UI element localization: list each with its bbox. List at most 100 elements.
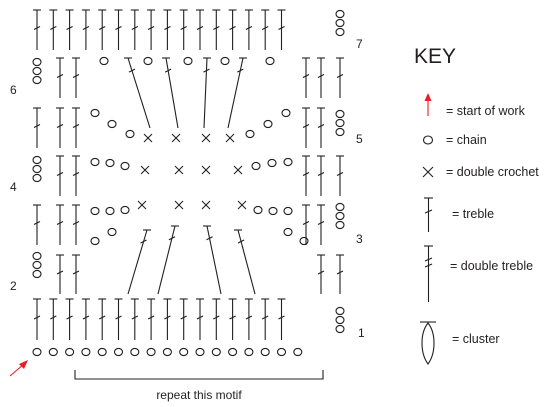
chain-stitch xyxy=(335,18,345,28)
chain-stitch xyxy=(335,127,345,137)
treble-stitch xyxy=(196,9,204,50)
treble-stitch xyxy=(196,298,204,340)
treble-stitch xyxy=(130,298,139,340)
long-stitch-stem xyxy=(127,57,151,129)
long-stitch-stem xyxy=(206,225,222,295)
treble-stitch xyxy=(302,57,310,98)
chain-stitch xyxy=(90,108,100,118)
chain-stitch xyxy=(125,129,135,139)
chain-stitch xyxy=(335,220,345,230)
treble-stitch xyxy=(98,9,107,50)
chain-stitch xyxy=(32,260,42,270)
key-label-double-crochet: = double crochet xyxy=(446,165,539,179)
treble-stitch xyxy=(277,9,286,50)
treble-stitch xyxy=(179,9,188,50)
treble-stitch xyxy=(56,204,64,245)
key-label-cluster: = cluster xyxy=(452,332,500,346)
long-stitch-bar xyxy=(237,239,245,244)
treble-stitch xyxy=(49,298,58,340)
chain-stitch xyxy=(335,211,345,221)
long-stitch-stem xyxy=(227,57,244,129)
start-arrow-icon xyxy=(9,360,28,377)
chain-stitch xyxy=(143,56,153,66)
chain-stitch xyxy=(335,306,345,316)
chain-stitch xyxy=(90,206,100,216)
chain-stitch xyxy=(268,206,278,216)
double-crochet-stitch xyxy=(225,133,235,143)
treble-stitch xyxy=(56,107,64,148)
chain-stitch xyxy=(120,205,130,215)
chain-stitch xyxy=(335,324,345,334)
chain-oval-icon xyxy=(422,135,434,145)
long-stitch-stem xyxy=(127,229,148,295)
chain-stitch xyxy=(113,347,124,357)
treble-stitch xyxy=(147,298,156,340)
key-label-double-treble: = double treble xyxy=(450,259,533,273)
treble-stitch xyxy=(317,155,325,196)
treble-stitch xyxy=(336,254,344,294)
chain-stitch xyxy=(220,56,230,66)
treble-stitch xyxy=(261,9,270,50)
cluster-icon xyxy=(420,321,436,365)
treble-icon xyxy=(424,197,433,232)
treble-stitch xyxy=(212,9,221,50)
row-number-5: 5 xyxy=(356,132,363,146)
treble-stitch xyxy=(302,155,310,196)
chain-stitch xyxy=(32,75,42,85)
treble-stitch xyxy=(228,298,237,340)
treble-stitch xyxy=(228,9,237,50)
long-stitch-bar xyxy=(140,239,147,244)
treble-stitch xyxy=(302,107,310,148)
long-stitch-bar xyxy=(206,236,213,241)
chain-stitch xyxy=(293,347,303,357)
chain-stitch xyxy=(99,56,109,66)
treble-stitch xyxy=(163,298,172,340)
chain-stitch xyxy=(244,347,254,357)
chain-stitch xyxy=(335,27,345,37)
treble-stitch xyxy=(65,298,74,340)
chain-stitch xyxy=(97,347,107,357)
double-treble-icon xyxy=(424,245,433,302)
chain-stitch xyxy=(283,206,293,216)
chain-stitch xyxy=(245,129,255,139)
long-stitch-stem xyxy=(203,57,208,129)
key-label-start: = start of work xyxy=(446,104,526,118)
treble-stitch xyxy=(212,298,221,340)
long-stitch-stem xyxy=(157,225,176,295)
chain-stitch xyxy=(90,157,100,167)
treble-stitch xyxy=(72,57,80,98)
chain-stitch xyxy=(251,161,261,171)
treble-stitch xyxy=(33,107,41,148)
treble-stitch xyxy=(33,298,41,340)
double-crochet-stitch xyxy=(140,165,150,175)
chain-stitch xyxy=(32,66,42,76)
chain-stitch xyxy=(179,347,189,357)
treble-stitch xyxy=(72,155,80,196)
chain-stitch xyxy=(107,227,117,237)
treble-stitch xyxy=(302,204,310,245)
treble-stitch xyxy=(81,298,90,340)
row-number-4: 4 xyxy=(10,180,17,194)
treble-stitch xyxy=(130,9,139,50)
treble-stitch xyxy=(336,155,344,196)
long-stitch-stem xyxy=(237,229,256,295)
chain-stitch xyxy=(265,56,275,66)
treble-stitch xyxy=(261,298,270,340)
chain-stitch xyxy=(32,164,42,174)
treble-stitch xyxy=(317,107,325,148)
treble-stitch xyxy=(317,57,325,98)
double-crochet-stitch xyxy=(174,200,184,210)
long-stitch-stem xyxy=(165,57,179,129)
chain-stitch xyxy=(32,173,42,183)
repeat-motif-bracket xyxy=(74,370,324,380)
key-label-treble: = treble xyxy=(452,207,494,221)
chain-stitch xyxy=(90,236,100,246)
chain-stitch xyxy=(48,347,58,357)
treble-stitch xyxy=(336,57,344,98)
chain-stitch xyxy=(146,347,156,357)
chain-stitch xyxy=(107,119,117,129)
long-stitch-bar xyxy=(168,236,176,241)
chain-stitch xyxy=(65,347,75,357)
double-crochet-stitch xyxy=(201,200,211,210)
treble-stitch xyxy=(72,107,80,148)
